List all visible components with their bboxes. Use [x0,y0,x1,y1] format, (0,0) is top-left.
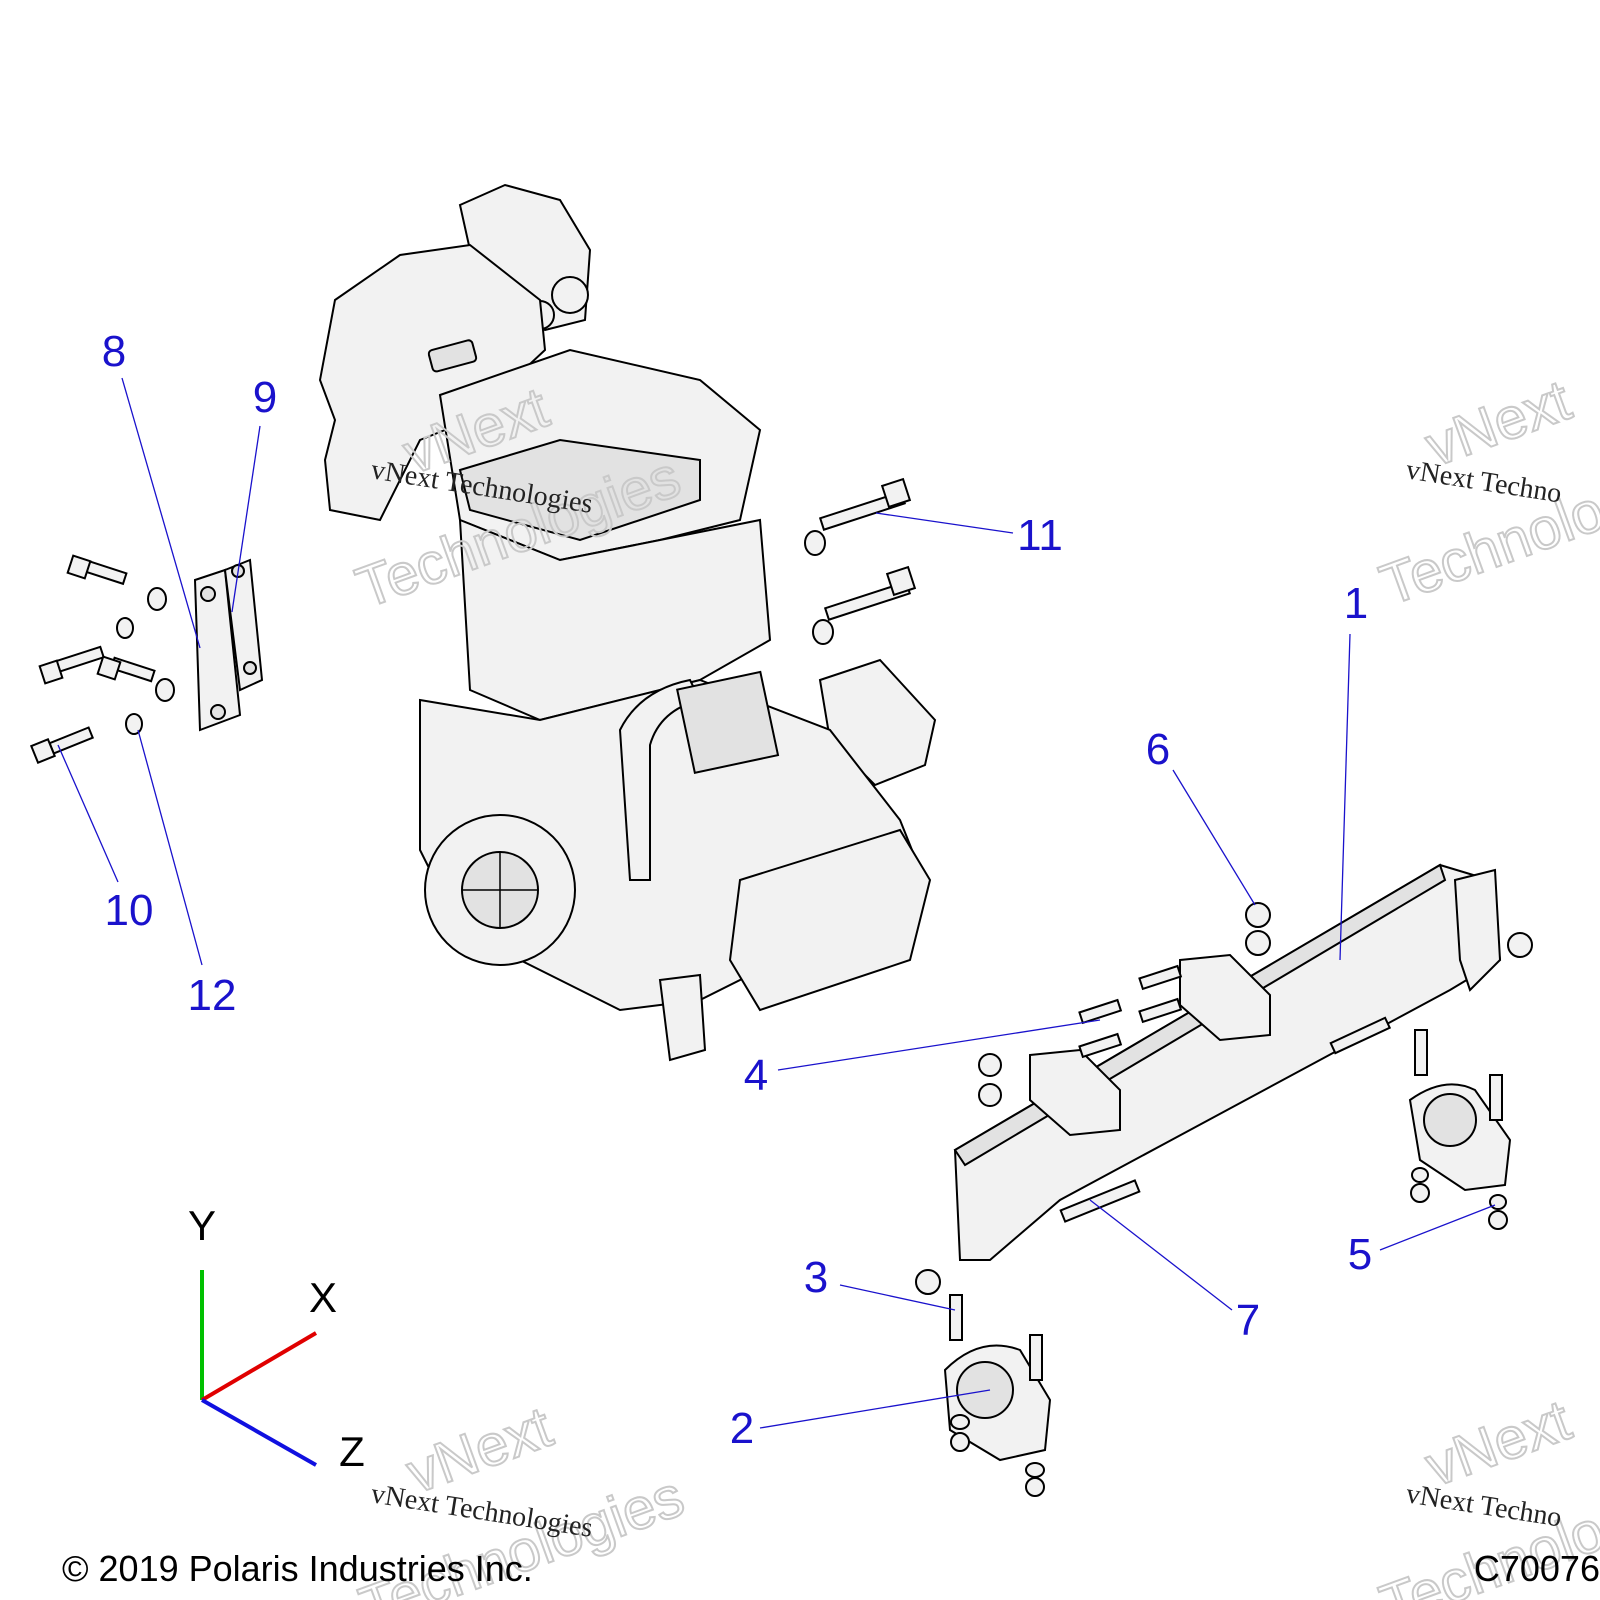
bracket-group [29,554,264,765]
z-axis-label: Z [339,1428,365,1475]
callout-3: 3 [804,1253,828,1302]
callout-9: 9 [253,373,277,422]
copyright-notice: © 2019 Polaris Industries Inc. [62,1548,533,1589]
callout-6: 6 [1146,725,1170,774]
leader-lines [57,377,1496,1429]
x-axis-line [200,1331,318,1402]
svg-text:vNext: vNext [1417,1387,1579,1499]
z-axis-line [201,1398,317,1467]
callout-10: 10 [105,886,154,935]
axis-triad: Y X Z [188,1202,365,1475]
crossmember-1 [953,863,1502,1261]
drawing-number: C700761 [1473,1548,1600,1589]
engine-bolts-11 [804,477,917,645]
watermark-caption-bottom-right: vNext Techno [1404,1478,1564,1533]
engine-mounts [915,1029,1512,1497]
engine-assembly [318,183,937,1062]
callout-12: 12 [188,971,237,1020]
callout-1: 1 [1344,579,1368,628]
y-axis-label: Y [188,1202,216,1249]
callout-8: 8 [102,327,126,376]
x-axis-label: X [309,1274,337,1321]
fasteners-4-6 [978,902,1533,1107]
callout-4: 4 [744,1051,768,1100]
callout-7: 7 [1236,1296,1260,1345]
callout-labels: 1 2 3 4 5 6 7 8 9 10 11 12 [102,327,1372,1453]
callout-2: 2 [730,1404,754,1453]
callout-11: 11 [1017,511,1063,560]
callout-5: 5 [1348,1230,1372,1279]
